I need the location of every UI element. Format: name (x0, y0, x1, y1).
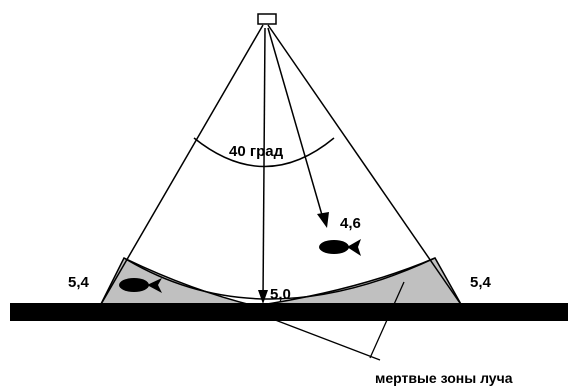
center-arrowhead (258, 290, 268, 304)
transducer-icon (258, 14, 276, 24)
fish-arrowhead (317, 212, 329, 228)
dead-zone-pointer-left (270, 318, 380, 360)
fish-depth-line (268, 28, 324, 222)
left-depth-label: 5,4 (68, 274, 90, 291)
angle-label: 40 град (229, 143, 284, 160)
fish-icon (319, 239, 361, 256)
seabed (10, 303, 568, 321)
center-depth-line (263, 28, 265, 300)
beam-edge-left (100, 25, 263, 306)
beam-edge-right (268, 25, 462, 306)
fish-depth-label: 4,6 (340, 215, 361, 232)
center-depth-label: 5,0 (270, 286, 291, 303)
dead-zones-label: мертвые зоны луча (375, 370, 513, 386)
right-depth-label: 5,4 (470, 274, 492, 291)
